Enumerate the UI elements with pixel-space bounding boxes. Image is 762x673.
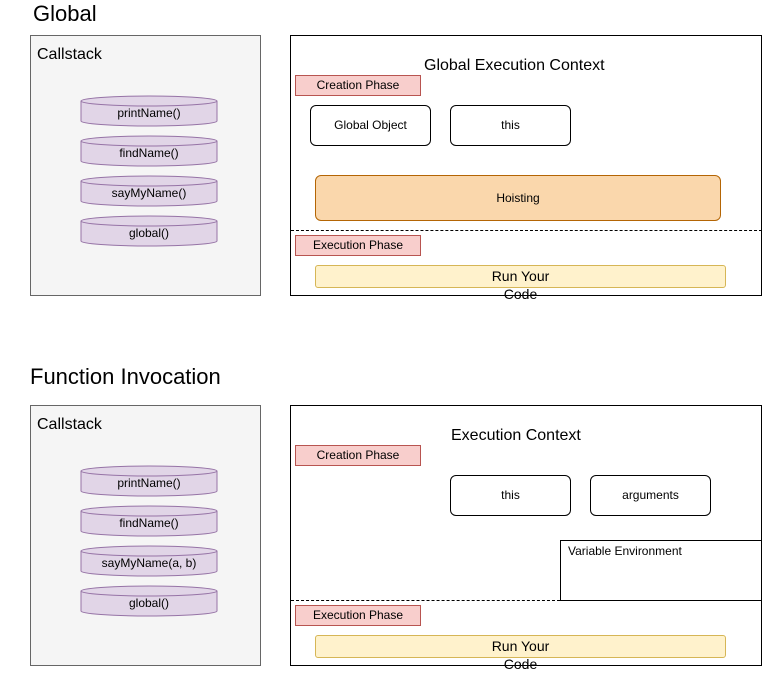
stack-frame-label: global() <box>128 226 170 240</box>
this-box: this <box>450 105 571 146</box>
phase-divider <box>291 230 762 231</box>
stack-frame-global: global() <box>80 585 218 617</box>
cylinder-shape <box>80 215 218 247</box>
stack-frame-label: global() <box>128 596 170 610</box>
callstack-title: Callstack <box>37 416 102 433</box>
stack-frame-label: printName() <box>117 106 181 120</box>
variable-environment-box: Variable Environment <box>560 540 762 601</box>
stack-frame-findname: findName() <box>80 135 218 167</box>
stack-frame-label: findName() <box>119 146 179 160</box>
creation-phase-label: Creation Phase <box>295 445 421 466</box>
phase-divider <box>291 600 560 601</box>
stack-frame-printname: printName() <box>80 95 218 127</box>
stack-frame-global: global() <box>80 215 218 247</box>
cylinder-shape <box>80 585 218 617</box>
stack-frame-findname: findName() <box>80 505 218 537</box>
stack-frame-saymyname: sayMyName() <box>80 175 218 207</box>
stack-frame-label: findName() <box>119 516 179 530</box>
section-title-function-invocation: Function Invocation <box>30 364 221 389</box>
cylinder-shape <box>80 465 218 497</box>
stack-frame-label: sayMyName() <box>111 186 187 200</box>
cylinder-shape <box>80 505 218 537</box>
section-title-global: Global <box>33 1 97 26</box>
this-box: this <box>450 475 571 516</box>
cylinder-shape <box>80 135 218 167</box>
run-your-code-label: Run Your Code <box>491 268 550 302</box>
cylinder-shape <box>80 175 218 207</box>
context-title: Global Execution Context <box>424 57 605 74</box>
creation-phase-label: Creation Phase <box>295 75 421 96</box>
stack-frame-saymyname: sayMyName(a, b) <box>80 545 218 577</box>
cylinder-shape <box>80 95 218 127</box>
stack-frame-printname: printName() <box>80 465 218 497</box>
cylinder-shape <box>80 545 218 577</box>
hoisting-box: Hoisting <box>315 175 721 221</box>
callstack-title: Callstack <box>37 46 102 63</box>
execution-phase-label: Execution Phase <box>295 605 421 626</box>
run-your-code-box: Run Your Code <box>315 635 726 672</box>
stack-frame-label: printName() <box>117 476 181 490</box>
execution-phase-label: Execution Phase <box>295 235 421 256</box>
run-your-code-label: Run Your Code <box>491 638 550 672</box>
stack-frame-label: sayMyName(a, b) <box>101 556 197 570</box>
global-object-box: Global Object <box>310 105 431 146</box>
context-title: Execution Context <box>451 427 581 444</box>
arguments-box: arguments <box>590 475 711 516</box>
run-your-code-box: Run Your Code <box>315 265 726 302</box>
